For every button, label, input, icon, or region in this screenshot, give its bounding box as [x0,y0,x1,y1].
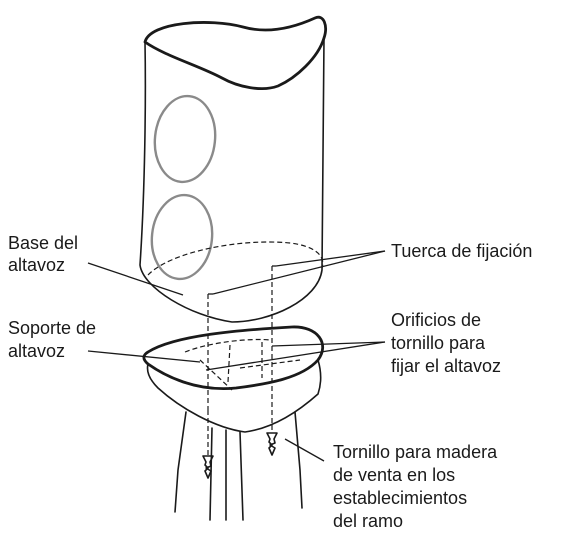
leader-wood-screw [284,438,325,462]
speaker-cabinet [139,15,327,425]
label-fixing-nut: Tuerca de fijación [391,241,532,261]
leader-speaker-stand [87,350,201,363]
wood-screw-right-icon [266,425,278,456]
wood-screws [202,410,278,479]
label-speaker-base: Base del altavoz [8,233,83,275]
upper-speaker-driver [153,94,217,184]
leader-screw-holes-left [205,341,386,371]
stand-leg-right-front [239,431,244,521]
speaker-body-outline [139,37,325,323]
speaker-stand [142,325,324,521]
speaker-top-rim [143,15,327,90]
stand-leg-center-left [209,427,213,521]
leader-fixing-nut-left [212,250,386,295]
leader-speaker-base [87,262,184,296]
stand-leg-right [294,411,303,509]
stand-leg-left [174,411,187,513]
speaker-base-hidden-edge [147,241,324,276]
leader-lines [87,250,386,462]
lower-speaker-driver [150,193,214,281]
leader-fixing-nut-right [275,250,386,267]
stand-recess-hidden-lines [184,338,301,391]
label-speaker-stand: Soporte de altavoz [8,318,101,361]
stand-top-plate [142,325,324,391]
wood-screw-left-icon [202,410,214,479]
label-screw-holes: Orificios de tornillo para fijar el alta… [391,310,501,376]
label-wood-screw: Tornillo para madera de venta en los est… [333,442,502,531]
leader-screw-holes-right [271,341,386,347]
stand-plate-skirt [146,359,322,433]
